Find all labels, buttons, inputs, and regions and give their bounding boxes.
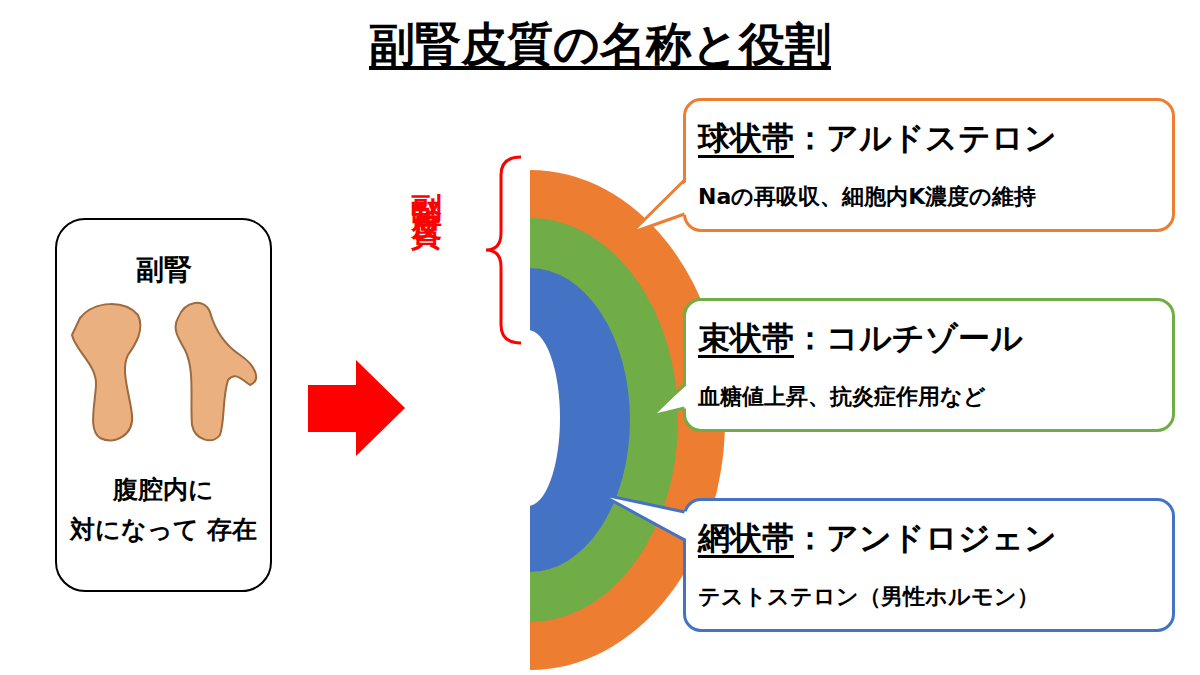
adrenal-box: 副腎腹腔内に 対になって 存在 xyxy=(55,218,272,592)
zone-underline xyxy=(698,355,794,358)
callout-box: 網状帯：アンドロジェンテストステロン（男性ホルモン） xyxy=(683,498,1175,632)
adrenal-gland-left xyxy=(72,304,140,440)
box-body: 腹腔内に 対になって 存在 xyxy=(57,470,270,550)
adrenal-gland-right xyxy=(176,303,257,440)
zone-heading: 束状帯：コルチゾール xyxy=(698,316,1158,360)
callout-tail-outline xyxy=(652,384,685,416)
zone-function: テストステロン（男性ホルモン） xyxy=(698,581,1158,613)
callout-box: 束状帯：コルチゾール血糖値上昇、抗炎症作用など xyxy=(683,298,1175,432)
red-arrow xyxy=(308,360,405,456)
box-heading: 副腎 xyxy=(57,252,270,288)
callout-tail-fill xyxy=(631,180,688,233)
zone-function: Naの再吸収、細胞内K濃度の維持 xyxy=(698,181,1158,213)
zone-underline xyxy=(698,555,794,558)
diagram-title: 副腎皮質の名称と役割 xyxy=(0,14,1200,74)
medulla-gap xyxy=(528,330,560,506)
callout-tail-fill xyxy=(652,384,688,416)
zone-heading: 球状帯：アルドステロン xyxy=(698,116,1158,160)
zone-heading: 網状帯：アンドロジェン xyxy=(698,516,1158,560)
callout-box: 球状帯：アルドステロン Naの再吸収、細胞内K濃度の維持 xyxy=(683,98,1175,232)
zone-function: 血糖値上昇、抗炎症作用など xyxy=(698,381,1158,413)
cortex-label: 副腎皮質 xyxy=(407,168,447,200)
callout-tail-outline xyxy=(631,180,685,233)
red-bracket xyxy=(486,157,521,343)
zone-underline xyxy=(698,155,794,158)
callout-tail-fill xyxy=(600,494,688,540)
callout-tail-outline xyxy=(600,494,685,540)
